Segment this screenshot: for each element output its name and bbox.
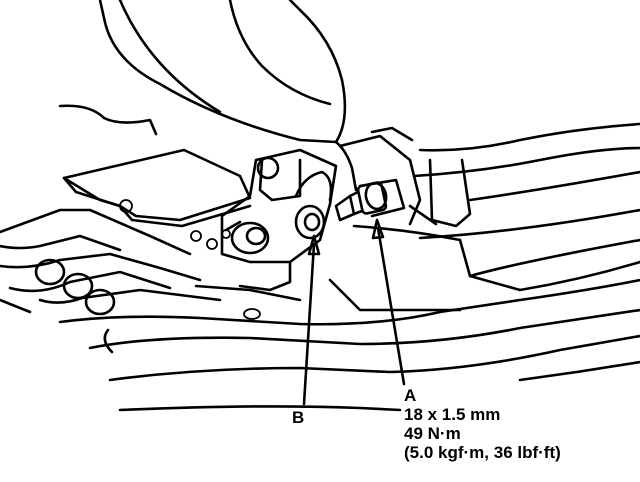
upper-housing — [58, 0, 358, 192]
leader-arrowhead-b — [307, 234, 321, 256]
frame-rails — [338, 122, 640, 292]
callout-a-torque-alt: (5.0 kgf·m, 36 lbf·ft) — [404, 443, 561, 462]
central-bracket — [220, 148, 338, 292]
callout-b: B — [292, 408, 304, 427]
callout-a: A 18 x 1.5 mm 49 N·m (5.0 kgf·m, 36 lbf·… — [404, 386, 561, 462]
leader-arrowhead-a — [371, 218, 385, 240]
lower-pipes — [0, 208, 640, 412]
callout-a-size: 18 x 1.5 mm — [404, 405, 501, 424]
callout-b-label: B — [292, 408, 305, 427]
component-b-washer — [294, 170, 333, 240]
component-a-bolt — [334, 178, 406, 222]
mounting-bracket — [62, 148, 252, 250]
leader-lines — [302, 218, 406, 406]
callout-a-torque: 49 N·m — [404, 424, 461, 443]
callout-a-label: A — [404, 386, 417, 405]
